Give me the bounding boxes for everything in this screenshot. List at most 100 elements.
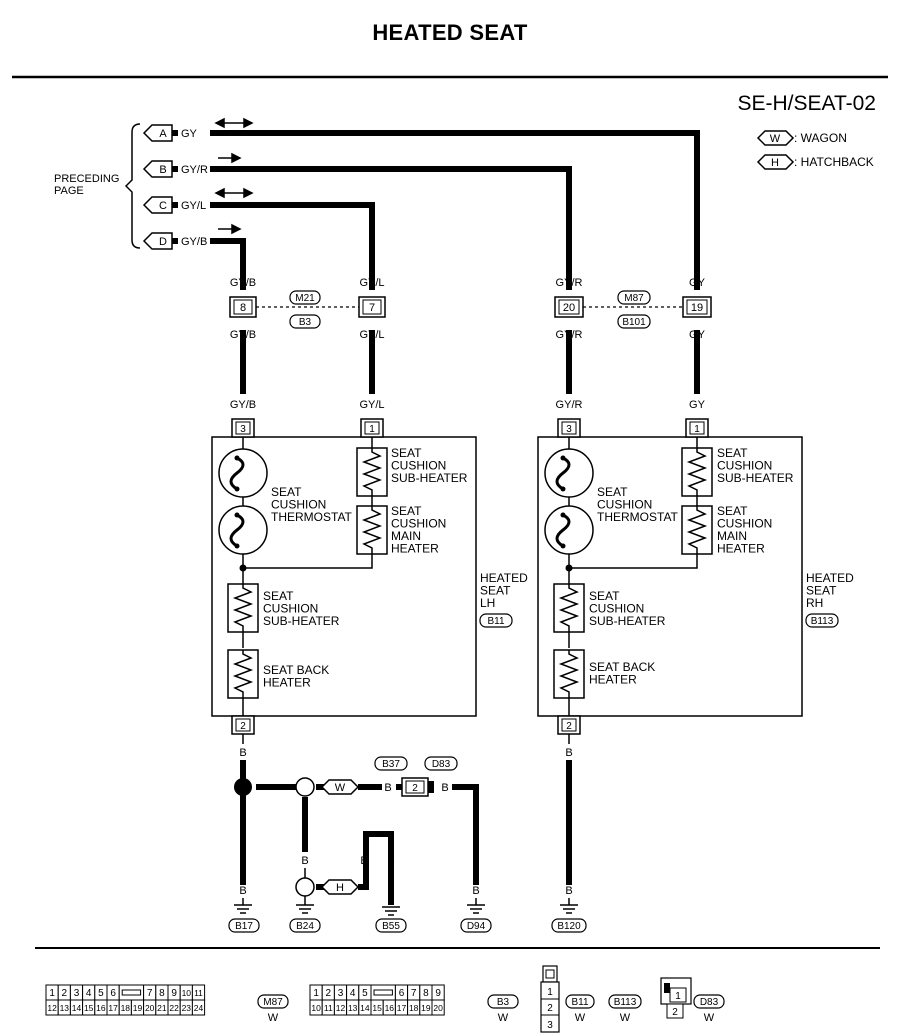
splice-open [295,877,315,897]
pin-label: 12 [336,1003,346,1013]
resistor-icon [681,505,713,555]
pin-label: 12 [47,1003,57,1013]
connector-id: B113 [811,616,834,627]
connector-id: B37 [382,759,400,770]
terminal-letter: D [159,236,167,248]
svg-text:B: B [239,885,246,897]
wire-gy [210,130,700,290]
splice-point [234,778,252,796]
svg-text:B: B [387,855,394,867]
thermostat-icon [218,505,268,555]
arrow-both-icon [214,117,254,129]
pin-label: 23 [182,1003,192,1013]
resistor-icon [553,583,585,633]
pin-label: 11 [194,988,203,998]
splice-open [295,777,315,797]
pin-label: 14 [360,1003,370,1013]
wire-gyr [210,166,572,290]
pin-number: 2 [566,721,572,732]
terminal-wire: GY/L [181,200,206,212]
back-heater-label: SEAT BACK HEATER [589,660,659,687]
pin-label: 21 [157,1003,167,1013]
wagon-label: : WAGON [794,131,847,145]
terminal-flag [142,196,173,214]
pin-label: 11 [324,1003,333,1013]
sub-heater-top-label: SEAT CUSHION SUB-HEATER [391,446,468,485]
svg-text:D94: D94 [467,921,486,932]
connector-id: B11 [571,997,588,1008]
svg-text:B55: B55 [382,921,400,932]
pin-label: 17 [397,1003,407,1013]
svg-text:B120: B120 [557,921,581,932]
wagon-tag [320,779,360,795]
pin-number: 2 [240,721,246,732]
ground-icon [467,898,485,914]
svg-text:3: 3 [547,1020,553,1031]
svg-text:B: B [565,885,572,897]
connector-id: D83 [432,759,451,770]
connector-id: M87 [263,997,283,1008]
terminal-wire: GY/B [181,236,207,248]
hatch-tag [320,879,360,895]
sub-heater-top-label: SEAT CUSHION SUB-HEATER [717,446,794,485]
pin-label: 3 [74,988,80,999]
pin-label: 8 [423,988,429,999]
ground-icon [560,898,578,914]
connector-face-d83: 1 2 [660,977,692,1019]
svg-text:GY: GY [689,329,706,341]
arrow-right-icon [218,152,242,164]
pin-label: 7 [411,988,417,999]
ground-ids: B17 B24 B55 D94 B120 [228,918,587,933]
svg-text:GY/B: GY/B [230,399,256,411]
pin-label: 19 [421,1003,431,1013]
pin-label: 22 [169,1003,179,1013]
svg-text:2: 2 [672,1007,678,1018]
hatch-tag-code: H [336,882,344,894]
terminal-letter: B [159,164,166,176]
seat-rh-name: HEATED SEAT RH [806,571,857,610]
svg-text:B: B [472,885,479,897]
pin-label: 9 [435,988,441,999]
svg-text:B: B [301,855,308,867]
thermostat-icon [544,505,594,555]
svg-text:GY/B: GY/B [230,277,256,289]
pin-label: 5 [362,988,368,999]
connector-variant: W [498,1012,509,1024]
main-heater-label: SEAT CUSHION MAIN HEATER [717,504,776,556]
ground-thin-wires [242,734,570,905]
thermostat-icon [218,448,268,498]
pin-label: 18 [121,1003,131,1013]
preceding-label-2: PAGE [54,185,84,197]
pin-label: 15 [372,1003,382,1013]
wagon-tag-code: W [335,782,346,794]
pin-label: 16 [96,1003,106,1013]
pin-label: 14 [72,1003,82,1013]
pin-cell [191,999,206,1016]
svg-text:GY/L: GY/L [359,329,384,341]
pin-label: 3 [338,988,344,999]
wire-gyl [210,202,375,290]
wagon-code: W [770,133,781,145]
wire-labels: GY/B GY/L GY/R GY GY/B GY/L GY/R GY GY/B… [230,277,706,411]
seat-lh-name: HEATED SEAT LH [480,571,531,610]
ground-wire-labels: B B B B B B B B B B [239,747,572,897]
diagram-code: SE-H/SEAT-02 [738,92,877,115]
pin-number: 1 [694,424,700,435]
pin-label: 10 [182,988,192,998]
pin-label: 4 [350,988,356,999]
terminal-d: D GY/B [142,232,207,250]
resistor-icon [681,447,713,497]
pin-label: 10 [311,1003,321,1013]
sub-heater-bottom-label: SEAT CUSHION SUB-HEATER [589,589,666,628]
pin-number: 8 [240,302,246,314]
pin-label: 15 [84,1003,94,1013]
pin-label: 18 [409,1003,419,1013]
wagon-symbol [756,130,795,146]
svg-text:B: B [565,747,572,759]
pin-label: 1 [313,988,319,999]
connector-id: M21 [295,293,315,304]
pin-label: 8 [159,988,165,999]
inline-connector-right: 20 19 M87 B101 [554,290,712,329]
connector-variant: W [575,1012,586,1024]
